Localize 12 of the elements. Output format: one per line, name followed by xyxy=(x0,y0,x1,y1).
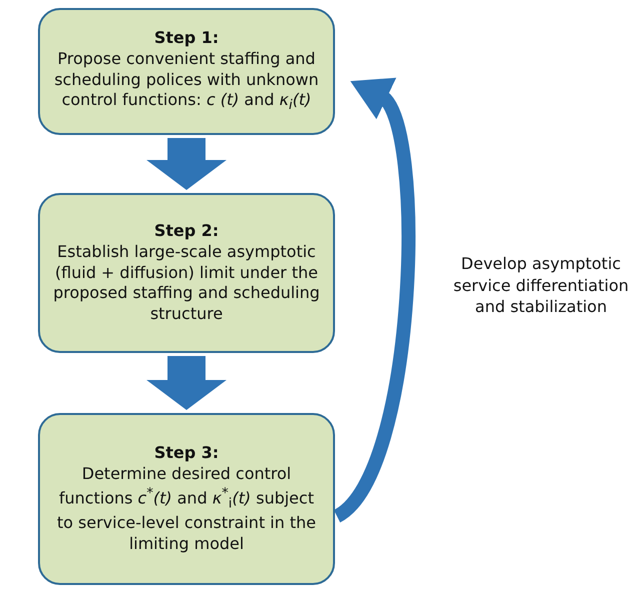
step-box xyxy=(38,413,335,585)
arrow xyxy=(146,356,226,410)
step-heading: Step 1: xyxy=(154,28,219,49)
step-heading: Step 3: xyxy=(154,443,219,464)
edge-label: Develop asymptotic service differentiation and stabilization xyxy=(452,253,630,318)
step-box xyxy=(38,193,335,353)
step-description: Determine desired control functions c$^{*}$(t) and κ$^{*}$$_{i}$(t) subject to service-level constraint in the limiting model xyxy=(56,464,317,554)
step-heading: Step 2: xyxy=(154,221,219,242)
arrow xyxy=(146,138,226,190)
step-description: Establish large-scale asymptotic (fluid + diffusion) limit under the proposed staffing and scheduling structure xyxy=(52,242,321,325)
step-description: Propose convenient staffing and scheduling polices with unknown control functions: c (t) and κ$_{i}$(t) xyxy=(53,48,320,115)
step-box xyxy=(38,8,335,135)
